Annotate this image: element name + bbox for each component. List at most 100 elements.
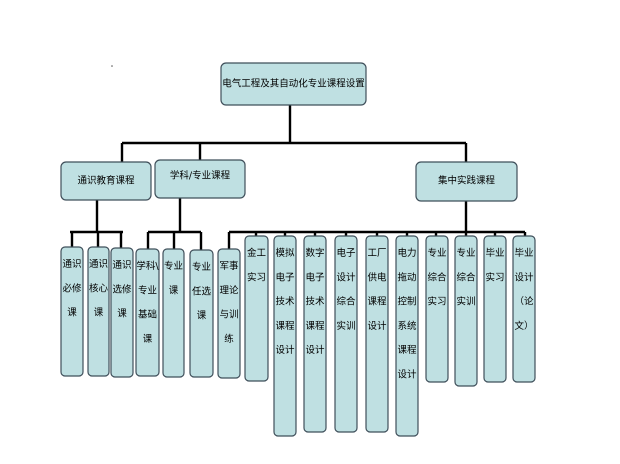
- leaf-label-line: 学科\: [136, 260, 159, 272]
- leaf-label-line: 课: [169, 285, 179, 296]
- leaf-label-line: 实习: [427, 296, 446, 308]
- leaf-nodes: 通识必修课通识核心课通识选修课学科\专业基础课专业课专业任选课军事理论与训练金工…: [60, 235, 536, 437]
- leaf-label-line: 必修: [62, 282, 82, 294]
- leaf-label-line: 毕业: [514, 247, 533, 259]
- leaf-label-line: 实训: [456, 296, 475, 308]
- category-general-education: 通识教育课程: [60, 161, 152, 201]
- leaf-label-line: 专业: [192, 261, 211, 273]
- leaf-label-line: 课: [94, 308, 104, 319]
- leaf-label-line: 核心: [89, 282, 109, 294]
- leaf-label-line: 课: [197, 311, 207, 322]
- leaf-label-line: 设计: [305, 344, 325, 356]
- leaf-label-line: 电子: [336, 247, 356, 259]
- leaf-label-line: 课程: [275, 321, 295, 332]
- leaf-label-line: 实习: [247, 271, 266, 283]
- leaf-box: [273, 235, 297, 437]
- leaf-box: [483, 235, 507, 383]
- leaf-label-line: 通识: [62, 259, 81, 270]
- leaf-label-line: 技术: [305, 296, 325, 308]
- leaf-box: [334, 235, 358, 433]
- leaf-label-line: 设计: [275, 344, 295, 356]
- leaf-label-line: 通识: [112, 260, 131, 271]
- leaf-box: [512, 235, 536, 383]
- leaf-label-line: 军事: [219, 260, 239, 272]
- leaf-label-line: （论: [514, 296, 534, 308]
- leaf-label-line: 任选: [192, 285, 212, 297]
- leaf-label-line: 系统: [397, 320, 417, 332]
- leaf-label-line: 设计: [367, 320, 387, 332]
- leaf-box: [135, 248, 160, 377]
- leaf-label-line: 设计: [336, 271, 356, 283]
- leaf-label-line: 电子: [275, 271, 295, 283]
- leaf-box: [189, 249, 214, 378]
- root-node: 电气工程及其自动化专业课程设置: [220, 62, 367, 106]
- category-practice: 集中实践课程: [415, 161, 518, 202]
- leaf-label-line: 练: [224, 333, 234, 345]
- leaf-label-line: 电子: [305, 271, 325, 283]
- leaf-box: [454, 235, 478, 387]
- category-discipline-major: 学科/专业课程: [154, 159, 246, 199]
- leaf-label-line: 专业: [138, 284, 157, 296]
- leaf-label-line: 实训: [336, 320, 355, 332]
- leaf-label-line: 工厂: [367, 248, 386, 259]
- leaf-label-line: 供电: [367, 271, 387, 283]
- category-label: 学科/专业课程: [170, 170, 231, 182]
- leaf-label-line: 课: [143, 334, 153, 345]
- leaf-box: [87, 246, 110, 377]
- leaf-label-line: 与训: [219, 310, 238, 321]
- leaf-box: [110, 247, 134, 378]
- leaf-label-line: 综合: [456, 271, 476, 283]
- leaf-label-line: 综合: [336, 296, 356, 308]
- leaf-box: [425, 235, 449, 383]
- leaf-label-line: 综合: [427, 271, 447, 283]
- leaf-box: [303, 235, 327, 433]
- leaf-box: [365, 235, 389, 433]
- stray-dot: [111, 65, 113, 67]
- leaf-label-line: 课程: [305, 321, 325, 332]
- leaf-label-line: 专业: [456, 247, 475, 259]
- connectors: [70, 105, 527, 250]
- leaf-label-line: 毕业: [485, 247, 504, 259]
- leaf-label-line: 数字: [305, 247, 324, 259]
- category-label: 集中实践课程: [438, 175, 496, 187]
- leaf-label-line: 设计: [514, 271, 534, 283]
- leaf-label-line: 专业: [427, 247, 446, 259]
- leaf-label-line: 控制: [397, 296, 416, 308]
- category-label: 通识教育课程: [77, 175, 135, 187]
- leaf-label-line: 实习: [485, 271, 504, 283]
- leaf-label-line: 课: [117, 309, 127, 320]
- leaf-label-line: 课程: [367, 297, 387, 308]
- leaf-label-line: 理论: [219, 284, 239, 296]
- leaf-label-line: 专业: [164, 260, 183, 272]
- leaf-label-line: 基础: [138, 309, 157, 321]
- leaf-label-line: 拖动: [397, 271, 416, 283]
- leaf-label-line: 电力: [397, 247, 416, 259]
- leaf-label-line: 技术: [275, 296, 295, 308]
- leaf-label-line: 金工: [247, 247, 267, 259]
- leaf-box: [217, 248, 241, 379]
- root-label: 电气工程及其自动化专业课程设置: [222, 78, 365, 90]
- leaf-label-line: 模拟: [275, 247, 295, 259]
- leaf-box: [395, 235, 419, 437]
- leaf-label-line: 通识: [89, 259, 108, 270]
- leaf-box: [60, 246, 84, 377]
- leaf-label-line: 文）: [514, 320, 533, 332]
- leaf-node: 专业课: [162, 248, 185, 378]
- leaf-label-line: 设计: [397, 369, 417, 381]
